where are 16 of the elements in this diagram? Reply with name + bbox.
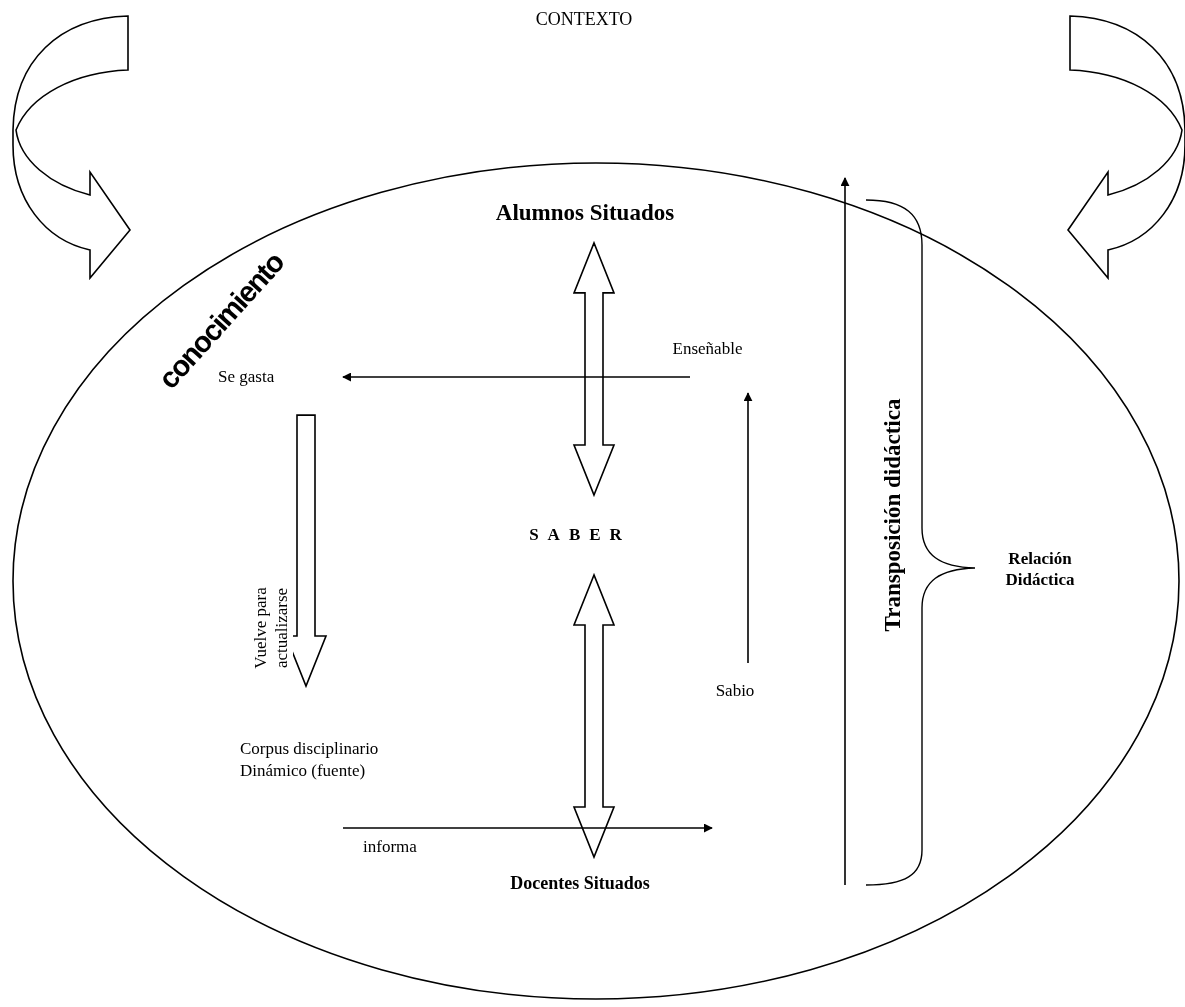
arrow: [342, 823, 713, 833]
node-label: Corpus disciplinario Dinámico (fuente): [240, 738, 380, 783]
text-label: Transposición didáctica: [879, 397, 906, 634]
curved-block-arrow: [1067, 15, 1185, 279]
node-label: Docentes Situados: [509, 872, 651, 895]
arrow: [342, 372, 691, 382]
node-label: Enseñable: [671, 338, 744, 360]
text-label: Relación Didáctica: [1004, 548, 1076, 591]
curved-block-arrow: [12, 15, 131, 279]
node-label: Sabio: [714, 680, 756, 702]
block-arrow: [572, 572, 616, 860]
node-label: SABER: [528, 523, 632, 546]
text-label: CONTEXTO: [534, 8, 634, 31]
node-label: Alumnos Situados: [494, 199, 676, 227]
block-arrow: [572, 240, 616, 498]
arrow: [743, 392, 753, 664]
